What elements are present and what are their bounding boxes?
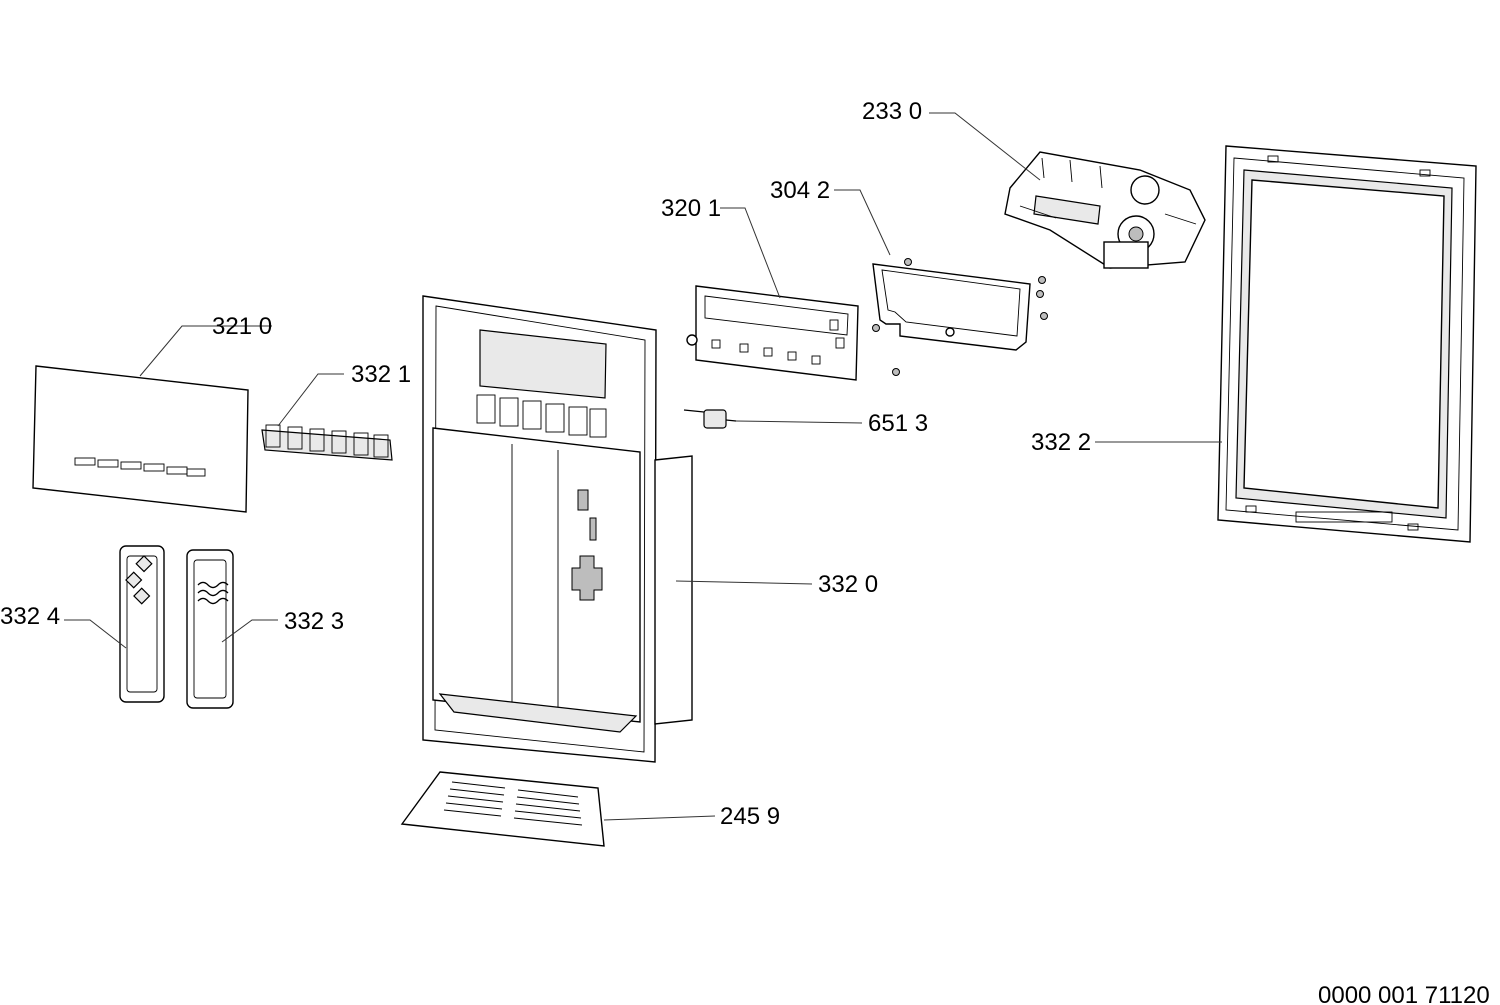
part-water-cover xyxy=(186,549,234,709)
callout-3324: 332 4 xyxy=(0,603,60,630)
leader-lines xyxy=(64,112,1222,821)
callout-3201: 320 1 xyxy=(661,195,721,222)
callout-3321: 332 1 xyxy=(351,361,411,388)
callout-2330: 233 0 xyxy=(862,98,922,125)
part-button-strip xyxy=(261,424,393,461)
callout-2459: 245 9 xyxy=(720,803,780,830)
part-ice-cover xyxy=(119,545,165,703)
part-small-component xyxy=(683,409,737,429)
part-dispenser-housing xyxy=(422,295,693,763)
part-drip-grille xyxy=(400,771,605,847)
drawing-number: 0000 001 71120 xyxy=(1318,982,1490,1005)
part-frame xyxy=(1217,145,1477,543)
part-control-board xyxy=(686,285,859,381)
callout-3322: 332 2 xyxy=(1031,429,1091,456)
part-actuator-assembly xyxy=(1004,151,1206,269)
part-front-panel xyxy=(32,365,249,513)
part-shield-plate xyxy=(872,258,1048,376)
callout-3320: 332 0 xyxy=(818,571,878,598)
callout-6513: 651 3 xyxy=(868,410,928,437)
callout-3323: 332 3 xyxy=(284,608,344,635)
callout-3042: 304 2 xyxy=(770,177,830,204)
callout-3210: 321 0 xyxy=(212,313,272,340)
callout-labels: 233 0 304 2 320 1 321 0 332 1 651 3 332 … xyxy=(0,98,1490,1005)
